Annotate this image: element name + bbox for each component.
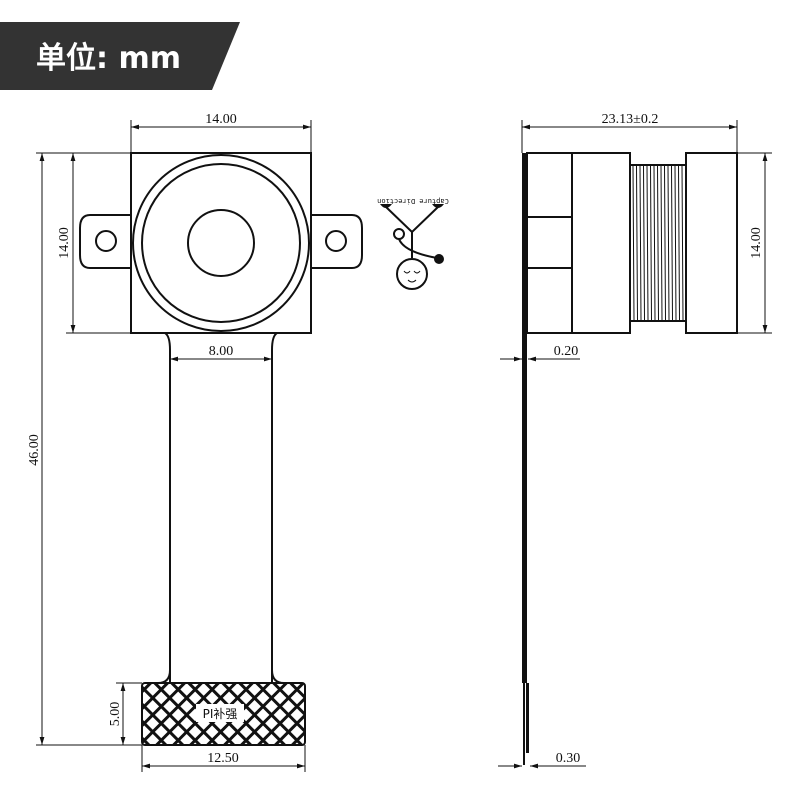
thread-line [632,165,635,321]
dim-stiffener-width: 12.50 [207,751,239,766]
right-mount-hole [325,230,347,252]
capture-direction-symbol: Capture Direction [377,197,449,290]
front-view: PI补强 14.00 14.00 46.00 8.00 5.00 12.50 [27,112,363,772]
dim-total-depth: 23.13±0.2 [602,112,659,127]
lens-holder-square [130,152,312,334]
lens-holder-side [571,152,631,334]
thread-line [657,165,659,321]
dim-stiffener-height: 5.00 [108,702,123,727]
lens-outer-ring [132,154,310,332]
stiffener-label-bg [196,704,244,722]
thread-line [681,165,684,321]
thread-line [678,165,680,321]
thread-line [660,165,663,321]
thread-lines [632,165,687,321]
dim-stiffener-thickness: 0.30 [556,751,581,766]
dim-total-length: 46.00 [27,434,42,466]
thread-line [674,165,677,321]
thread-line [636,165,638,321]
lens-glass [187,209,255,277]
thread-line [650,165,652,321]
dim-flex-thickness: 0.20 [554,344,579,359]
capture-direction-icon [380,204,444,290]
thread-line [671,165,673,321]
unit-label: 单位: mm [36,41,181,76]
stiffener-side [526,683,529,753]
thread-line [664,165,666,321]
capture-direction-label: Capture Direction [377,197,449,205]
left-mounting-ear [79,214,131,269]
thread-line [646,165,649,321]
flex-strip-right-edge [271,332,278,683]
stiffener-label: PI补强 [203,707,238,721]
thread-line [667,165,670,321]
lens-cap-side [685,152,738,334]
dim-strip-width: 8.00 [209,344,234,359]
thread-line [653,165,656,321]
right-mounting-ear [311,214,363,269]
dim-side-height: 14.00 [749,227,764,259]
left-mount-hole [95,230,117,252]
dim-height-left: 14.00 [57,227,72,259]
banner-background [0,22,240,90]
lens-inner-ring [141,163,301,323]
sensor-block [526,152,573,334]
thread-line [639,165,642,321]
strip-fillets [157,669,285,684]
unit-banner: 单位: mm [0,22,240,90]
dim-width-top: 14.00 [205,112,237,127]
side-view: 23.13±0.2 14.00 0.20 0.30 [498,112,772,769]
flex-strip-left-edge [164,332,171,683]
flex-cable-side [522,153,527,683]
thread-line [643,165,645,321]
